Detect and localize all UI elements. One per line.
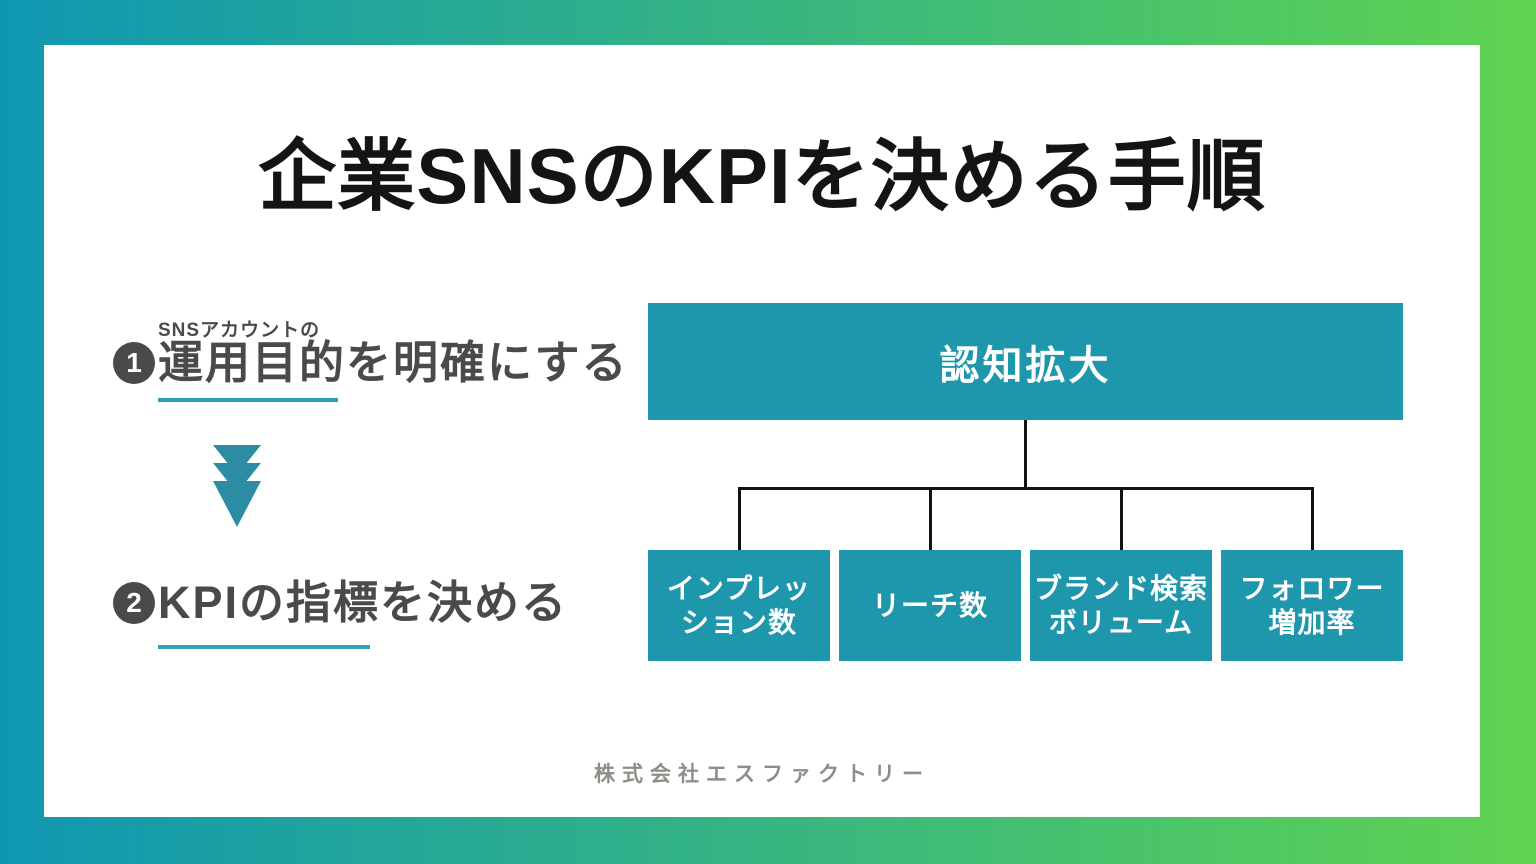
step-1-label: 運用目的を明確にする — [158, 337, 629, 388]
connector-drop-3 — [1120, 487, 1123, 550]
step-2: 2 KPIの指標を決める — [113, 578, 568, 628]
kpi-child-label-line: リーチ数 — [871, 589, 988, 621]
kpi-children-row: インプレッ ション数 リーチ数 ブランド検索 ボリューム フォロワー 増加率 — [648, 550, 1403, 661]
kpi-child-box-impressions: インプレッ ション数 — [648, 550, 830, 661]
connector-drop-2 — [929, 487, 932, 550]
step-1-pre-label: SNSアカウントの — [158, 320, 321, 341]
connector-drop-1 — [738, 487, 741, 550]
kpi-child-label-line: ション数 — [680, 606, 797, 638]
kpi-child-label-line: ボリューム — [1048, 606, 1194, 638]
step-1-number-badge: 1 — [113, 341, 155, 384]
kpi-child-label-line: ブランド検索 — [1033, 572, 1208, 604]
connector-horizontal — [738, 487, 1314, 490]
step-2-number-badge: 2 — [113, 581, 155, 624]
triple-chevron-down-icon — [213, 445, 261, 527]
step-1-underline — [158, 398, 338, 402]
kpi-child-label-line: 増加率 — [1268, 606, 1356, 638]
footer-company-name: 株式会社エスファクトリー — [594, 763, 930, 786]
kpi-tree-diagram: 認知拡大 インプレッ ション数 リーチ数 ブランド検索 ボリューム フォロワー … — [648, 303, 1403, 661]
kpi-child-box-brand-search: ブランド検索 ボリューム — [1030, 550, 1212, 661]
kpi-child-box-reach: リーチ数 — [839, 550, 1021, 661]
connector-stem — [1024, 420, 1027, 487]
connector-drop-4 — [1311, 487, 1314, 550]
kpi-child-box-follower-growth: フォロワー 増加率 — [1221, 550, 1403, 661]
slide-card: 企業SNSのKPIを決める手順 SNSアカウントの 1 運用目的を明確にする 2… — [44, 45, 1480, 817]
step-1: 1 運用目的を明確にする — [113, 338, 628, 388]
kpi-child-label-line: インプレッ — [666, 572, 812, 604]
kpi-child-label-line: フォロワー — [1239, 572, 1385, 604]
kpi-root-box: 認知拡大 — [648, 303, 1403, 420]
page-title: 企業SNSのKPIを決める手順 — [258, 132, 1266, 220]
step-2-label: KPIの指標を決める — [158, 577, 569, 628]
step-2-underline — [158, 645, 370, 649]
